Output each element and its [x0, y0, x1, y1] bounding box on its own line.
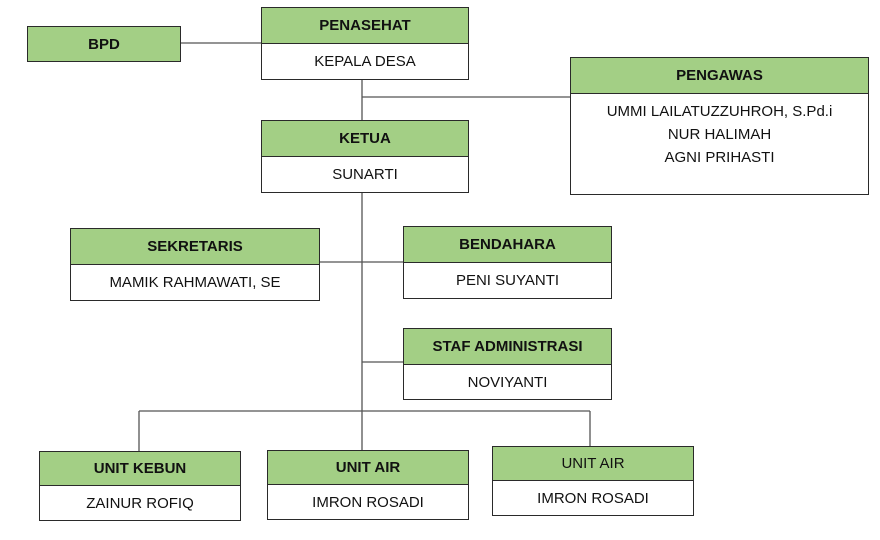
node-unit-air-2-name: IMRON ROSADI	[492, 481, 694, 516]
node-pengawas: PENGAWAS UMMI LAILATUZZUHROH, S.Pd.i NUR…	[570, 57, 869, 195]
node-unit-kebun-name: ZAINUR ROFIQ	[39, 486, 241, 521]
node-bpd-title: BPD	[27, 26, 181, 62]
node-sekretaris-name: MAMIK RAHMAWATI, SE	[70, 265, 320, 301]
node-unit-air-1: UNIT AIR IMRON ROSADI	[267, 450, 469, 520]
node-unit-air-1-title: UNIT AIR	[267, 450, 469, 485]
node-penasehat-name: KEPALA DESA	[261, 44, 469, 80]
node-staf-name: NOVIYANTI	[403, 365, 612, 400]
node-penasehat: PENASEHAT KEPALA DESA	[261, 7, 469, 80]
node-bendahara: BENDAHARA PENI SUYANTI	[403, 226, 612, 299]
node-unit-air-2-title: UNIT AIR	[492, 446, 694, 481]
node-unit-air-2: UNIT AIR IMRON ROSADI	[492, 446, 694, 516]
node-bendahara-name: PENI SUYANTI	[403, 263, 612, 299]
node-bpd: BPD	[27, 26, 181, 62]
node-ketua-name: SUNARTI	[261, 157, 469, 193]
node-sekretaris: SEKRETARIS MAMIK RAHMAWATI, SE	[70, 228, 320, 301]
node-ketua-title: KETUA	[261, 120, 469, 157]
node-penasehat-title: PENASEHAT	[261, 7, 469, 44]
node-unit-air-1-name: IMRON ROSADI	[267, 485, 469, 520]
pengawas-member: NUR HALIMAH	[667, 126, 772, 143]
node-bendahara-title: BENDAHARA	[403, 226, 612, 263]
node-ketua: KETUA SUNARTI	[261, 120, 469, 193]
node-staf-administrasi: STAF ADMINISTRASI NOVIYANTI	[403, 328, 612, 400]
node-unit-kebun-title: UNIT KEBUN	[39, 451, 241, 486]
node-staf-title: STAF ADMINISTRASI	[403, 328, 612, 365]
pengawas-member: UMMI LAILATUZZUHROH, S.Pd.i	[606, 103, 833, 120]
node-sekretaris-title: SEKRETARIS	[70, 228, 320, 265]
node-unit-kebun: UNIT KEBUN ZAINUR ROFIQ	[39, 451, 241, 521]
pengawas-member: AGNI PRIHASTI	[664, 149, 775, 166]
node-pengawas-members: UMMI LAILATUZZUHROH, S.Pd.i NUR HALIMAH …	[570, 94, 869, 195]
node-pengawas-title: PENGAWAS	[570, 57, 869, 94]
